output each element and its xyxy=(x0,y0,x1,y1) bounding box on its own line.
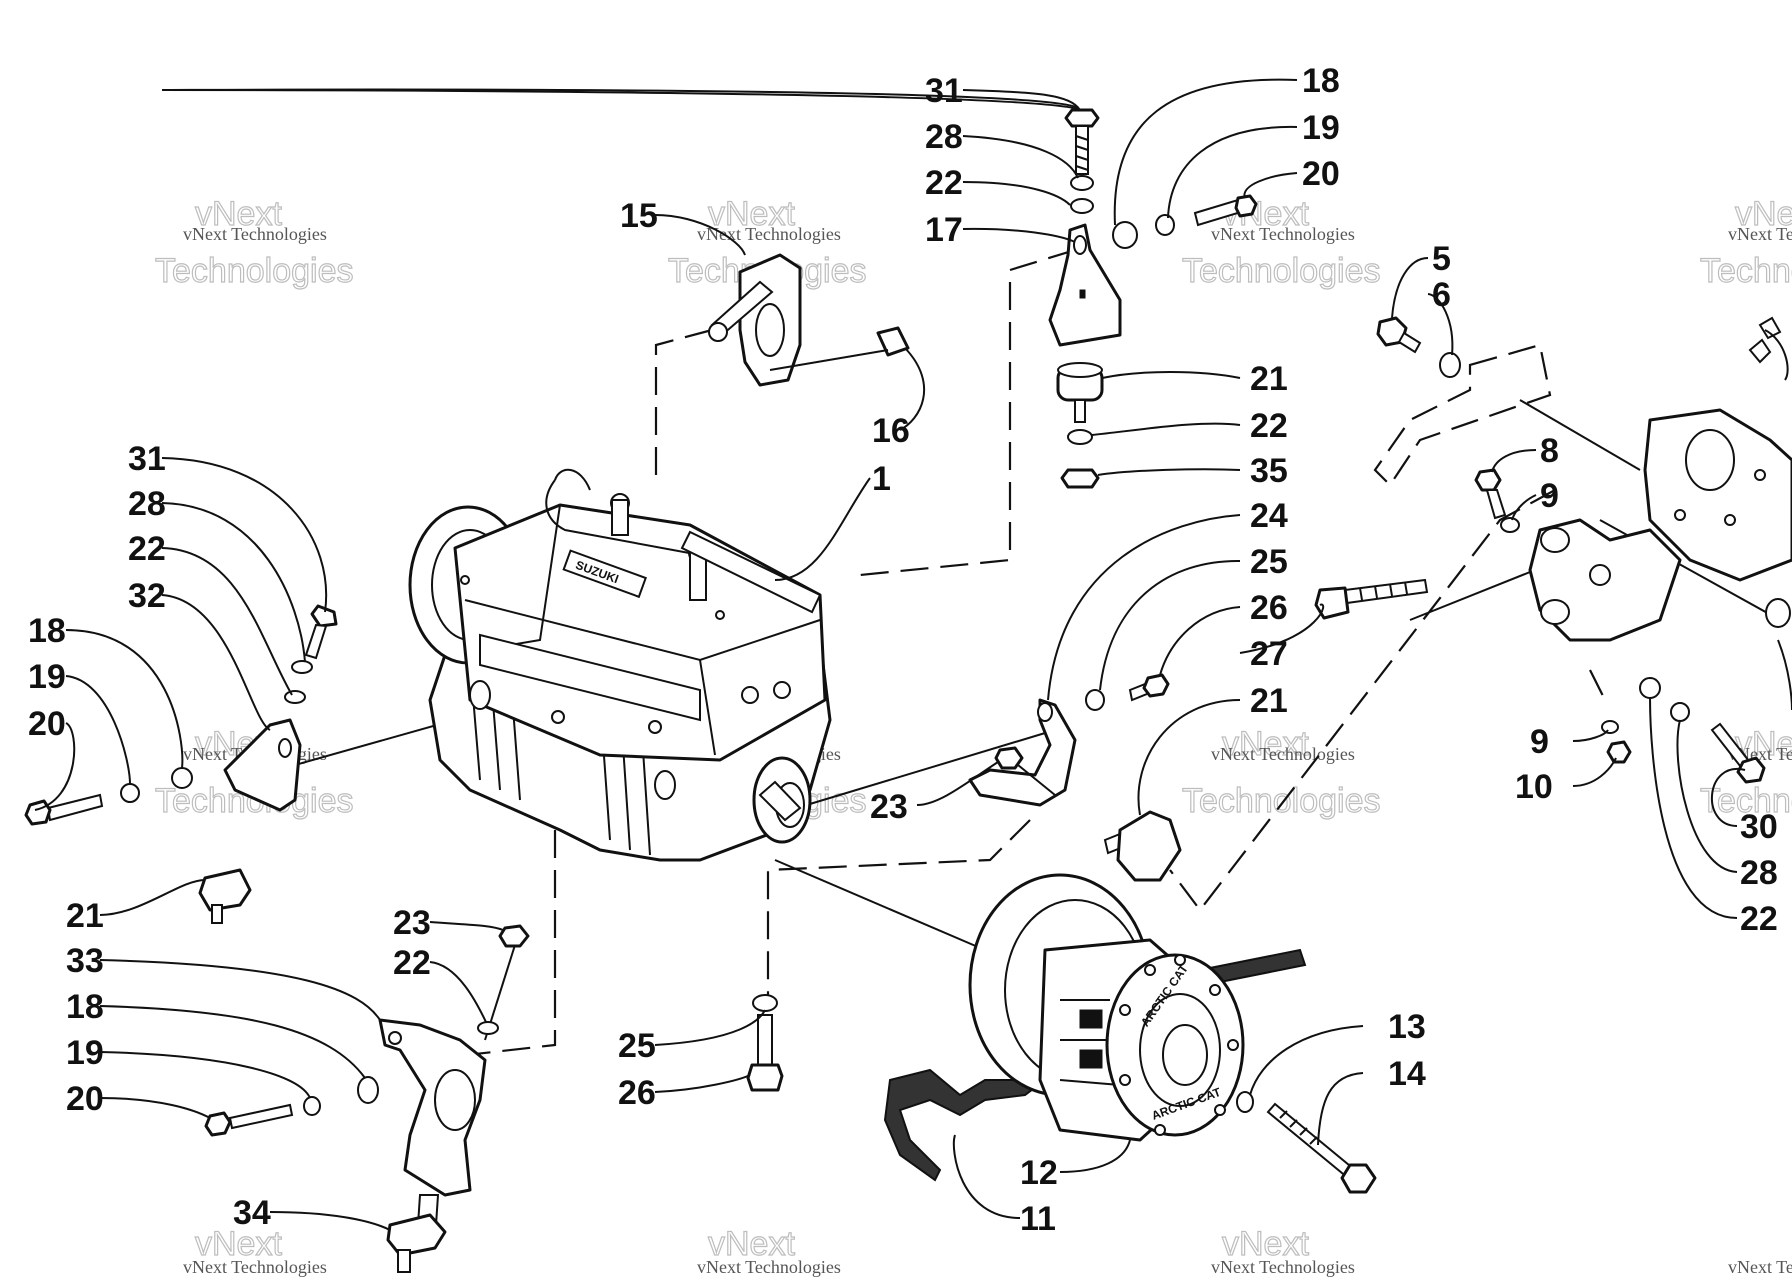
watermark: vNext vNext Technologies xyxy=(697,1224,841,1277)
callout-31: 31 xyxy=(925,72,963,110)
callout-32: 32 xyxy=(128,577,166,615)
callout-22: 22 xyxy=(1740,900,1778,938)
watermark-small: vNext Technologies xyxy=(697,224,841,244)
callout-22: 22 xyxy=(1250,407,1288,445)
watermark-big-2: Technologies xyxy=(1182,252,1380,290)
callout-18: 18 xyxy=(1302,62,1340,100)
watermark-big-1: vNext xyxy=(708,1225,795,1263)
callout-30: 30 xyxy=(1740,808,1778,846)
callout-12: 12 xyxy=(1020,1154,1058,1192)
leader-lines xyxy=(34,78,1746,1231)
engine-badge: SUZUKI xyxy=(562,549,647,599)
callout-35: 35 xyxy=(1250,452,1288,490)
watermark-small: vNext Technologies xyxy=(697,1257,841,1277)
callout-19: 19 xyxy=(66,1034,104,1072)
callout-28: 28 xyxy=(925,118,963,156)
watermark: vNext Technologies xyxy=(1728,1257,1792,1277)
callout-19: 19 xyxy=(28,658,66,696)
callout-33: 33 xyxy=(66,942,104,980)
callout-5: 5 xyxy=(1432,240,1451,278)
callout-16: 16 xyxy=(872,412,910,450)
callout-20: 20 xyxy=(28,705,66,743)
callout-25: 25 xyxy=(1250,543,1288,581)
callout-19: 19 xyxy=(1302,109,1340,147)
callout-22: 22 xyxy=(393,944,431,982)
callout-6: 6 xyxy=(1432,276,1451,314)
callout-15: 15 xyxy=(620,197,658,235)
right-side-assembly xyxy=(1314,316,1792,784)
watermark-small: vNext Technologies xyxy=(183,224,327,244)
watermark-small: vNext Technologies xyxy=(1728,1257,1792,1277)
bracket-15 xyxy=(708,253,802,387)
watermark-big-1: vNext xyxy=(1222,725,1309,763)
callout-24: 24 xyxy=(1250,497,1288,535)
watermark-big-1: vNext xyxy=(1735,195,1792,233)
right-engine-mount xyxy=(746,673,1182,1092)
watermark-big-2: Technologies xyxy=(1182,782,1380,820)
callout-17: 17 xyxy=(925,211,963,249)
watermark: vNext Technologies vNext Technologies xyxy=(1699,194,1792,290)
watermark-big-2: Technologies xyxy=(155,252,353,290)
callout-11: 11 xyxy=(1020,1200,1056,1238)
callout-10: 10 xyxy=(1515,768,1553,806)
callout-18: 18 xyxy=(66,988,104,1026)
callout-9: 9 xyxy=(1540,477,1559,515)
watermark: vNext Technologies vNext Technologies xyxy=(1181,724,1381,820)
callout-25: 25 xyxy=(618,1027,656,1065)
callout-31: 31 xyxy=(128,440,166,478)
top-mount-stack xyxy=(1048,108,1258,489)
front-lower-mount xyxy=(204,924,530,1273)
watermark: vNext Technologies vNext Technologies xyxy=(154,194,354,290)
watermark-small: vNext Technologies xyxy=(183,1257,327,1277)
callout-20: 20 xyxy=(66,1080,104,1118)
watermark-big-1: vNext xyxy=(195,195,282,233)
assembly-lines xyxy=(294,248,1781,1060)
callout-1: 1 xyxy=(872,460,891,498)
watermark-big-1: vNext xyxy=(708,195,795,233)
watermark-small: vNext Technologies xyxy=(1728,224,1792,244)
engine-assembly: SUZUKI xyxy=(408,468,832,862)
watermark-big-1: vNext xyxy=(195,1225,282,1263)
callout-28: 28 xyxy=(128,485,166,523)
watermark: vNext vNext Technologies xyxy=(183,1224,327,1277)
watermark-small: vNext Technologies xyxy=(1211,1257,1355,1277)
callout-18: 18 xyxy=(28,612,66,650)
callout-9: 9 xyxy=(1530,723,1549,761)
callout-21: 21 xyxy=(1250,360,1288,398)
callout-21: 21 xyxy=(66,897,104,935)
callout-21: 21 xyxy=(1250,682,1288,720)
drive-clutch: ARCTIC CAT ARCTIC CAT xyxy=(883,873,1377,1194)
callout-26: 26 xyxy=(1250,589,1288,627)
callout-34: 34 xyxy=(233,1194,271,1232)
watermark-big-2: Technologies xyxy=(1700,252,1792,290)
callout-14: 14 xyxy=(1388,1055,1426,1093)
callout-labels: 31 28 22 17 18 19 20 15 16 1 21 22 35 24… xyxy=(28,62,1778,1238)
callout-22: 22 xyxy=(128,530,166,568)
watermark-small: vNext Technologies xyxy=(1211,744,1355,764)
callout-27: 27 xyxy=(1250,635,1288,673)
watermark-big-1: vNext xyxy=(1222,1225,1309,1263)
watermark-small: vNext Technologies xyxy=(1211,224,1355,244)
callout-22: 22 xyxy=(925,164,963,202)
callout-20: 20 xyxy=(1302,155,1340,193)
callout-8: 8 xyxy=(1540,432,1559,470)
callout-23: 23 xyxy=(393,904,431,942)
callout-13: 13 xyxy=(1388,1008,1426,1046)
clip-16 xyxy=(769,326,910,371)
callout-28: 28 xyxy=(1740,854,1778,892)
callout-26: 26 xyxy=(618,1074,656,1112)
watermark: vNext Technologies vNext Technologies xyxy=(1181,194,1381,290)
watermark: vNext vNext Technologies xyxy=(1211,1224,1355,1277)
left-mount xyxy=(24,604,338,924)
callout-23: 23 xyxy=(870,788,908,826)
